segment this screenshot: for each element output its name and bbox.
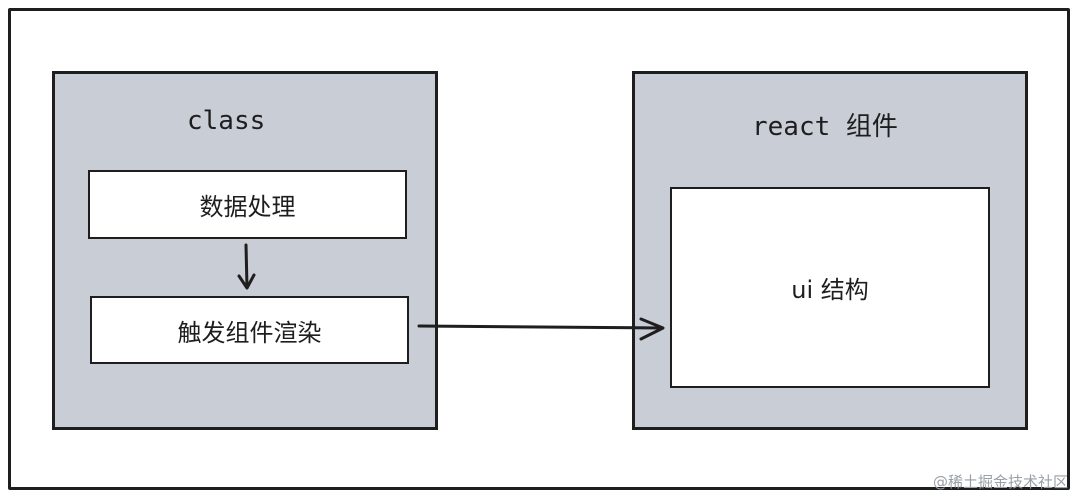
class-panel-title: class [187,106,266,136]
trigger-render-label: 触发组件渲染 [177,318,322,347]
trigger-render-box: 触发组件渲染 [90,296,409,364]
ui-structure-label: ui 结构 [791,276,869,304]
ui-structure-box: ui 结构 [670,187,990,388]
react-component-title: react 组件 [752,112,898,142]
data-processing-label: 数据处理 [199,193,296,221]
data-processing-box: 数据处理 [88,170,407,239]
watermark: @稀土掘金技术社区 [932,473,1068,491]
